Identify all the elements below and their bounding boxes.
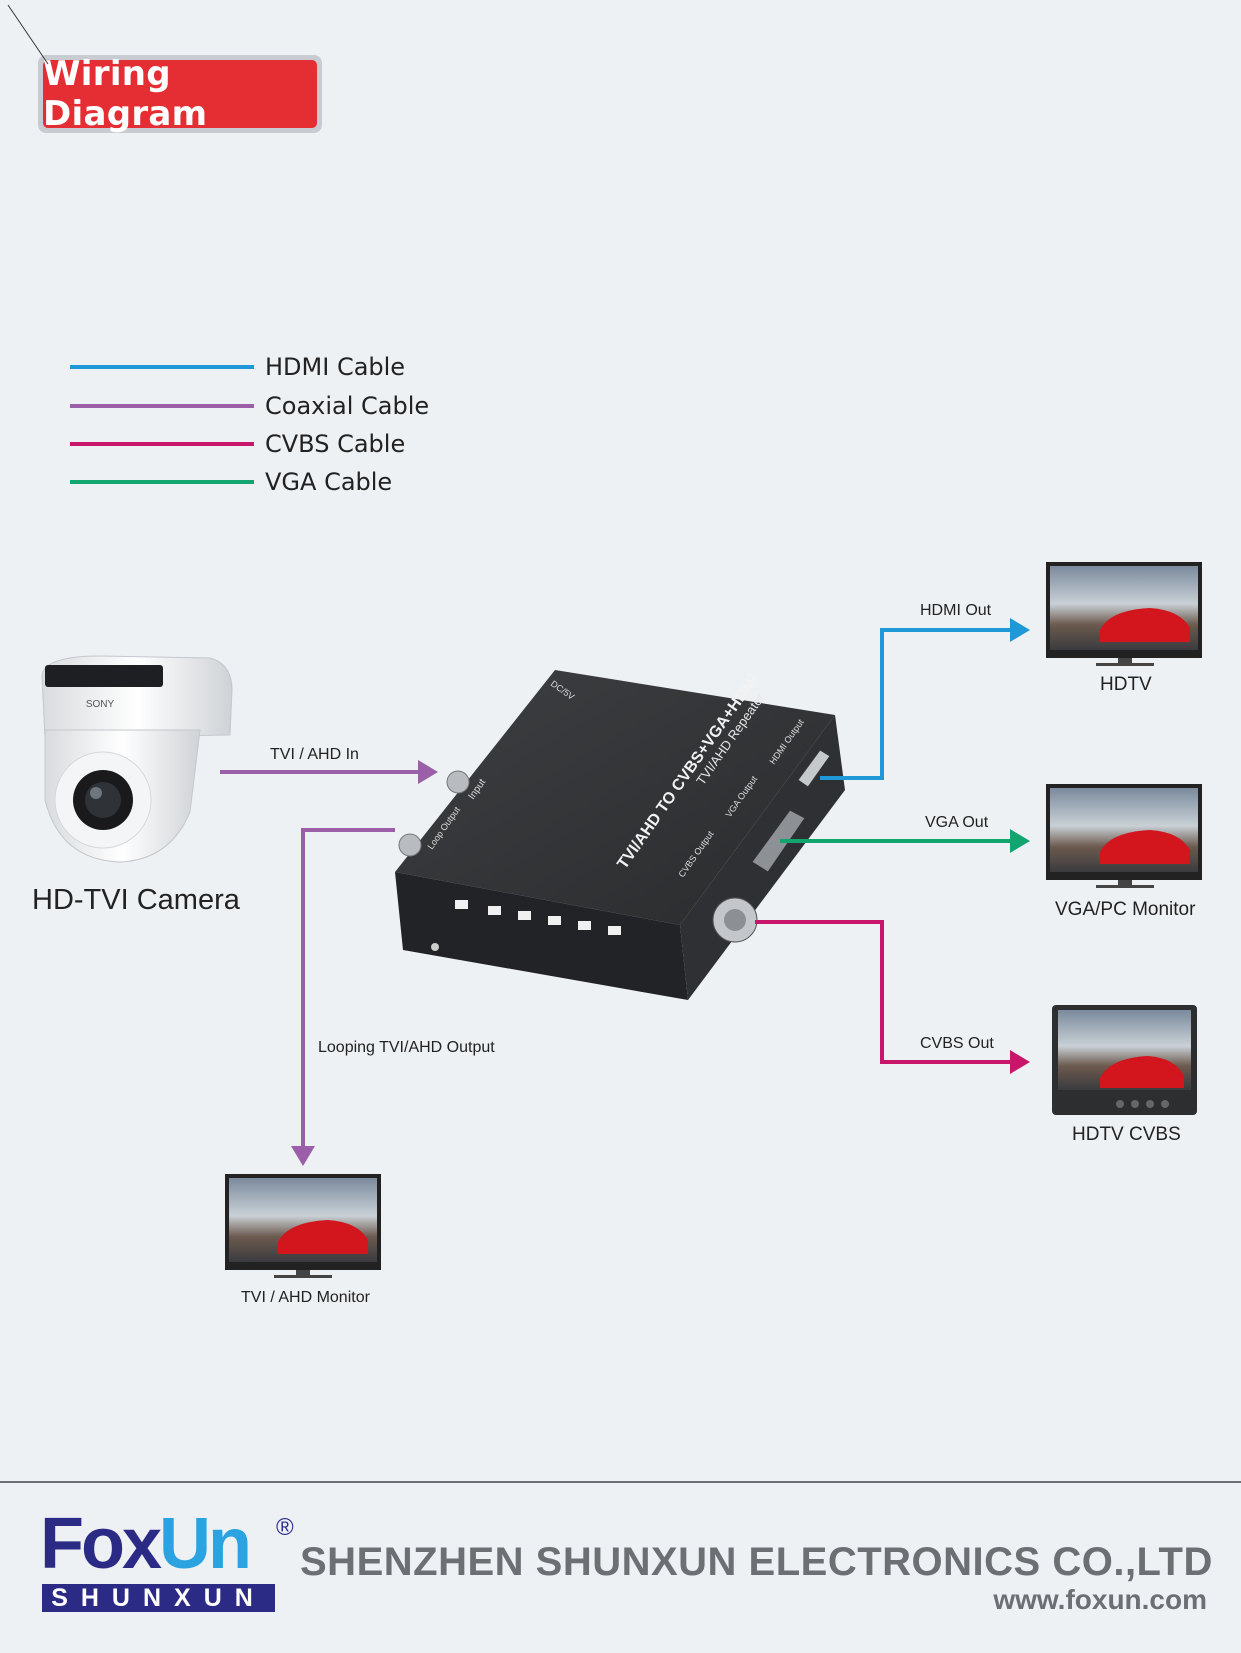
arrow-cvbs: [1010, 1050, 1030, 1074]
website-link[interactable]: www.foxun.com: [993, 1584, 1207, 1616]
loop-monitor-label: TVI / AHD Monitor: [241, 1289, 370, 1307]
cvbs-out-label: CVBS Out: [920, 1035, 994, 1053]
legend-label-vga: VGA Cable: [265, 468, 392, 496]
converter-device: TVI/AHD TO CVBS+VGA+HDMI TVI/AHD Repeate…: [395, 670, 845, 1000]
vga-out-label: VGA Out: [925, 814, 988, 832]
arrow-vga: [1010, 829, 1030, 853]
logo-text-fox: Fox: [40, 1504, 159, 1584]
loop-monitor-image: [225, 1174, 381, 1278]
legend-label-hdmi: HDMI Cable: [265, 353, 405, 381]
corner-hairline: [8, 5, 48, 64]
vga-monitor-label: VGA/PC Monitor: [1055, 899, 1195, 921]
arrow-hdmi: [1010, 618, 1030, 642]
svg-text:SONY: SONY: [86, 699, 115, 710]
hdtv-image: [1046, 562, 1202, 666]
company-logo: FoxUn: [40, 1508, 249, 1580]
logo-text-un: Un: [159, 1504, 249, 1584]
legend-label-coaxial: Coaxial Cable: [265, 392, 429, 420]
footer-divider: [0, 1481, 1241, 1483]
loop-label: Looping TVI/AHD Output: [318, 1039, 495, 1057]
vga-monitor-image: [1046, 784, 1202, 888]
cvbs-monitor-label: HDTV CVBS: [1072, 1124, 1181, 1146]
legend-label-cvbs: CVBS Cable: [265, 430, 405, 458]
arrow-input: [418, 760, 438, 784]
logo-subtitle: SHUNXUN: [42, 1584, 275, 1612]
hdmi-out-label: HDMI Out: [920, 602, 991, 620]
input-label: TVI / AHD In: [270, 746, 359, 764]
camera-illustration: SONY: [42, 656, 232, 862]
registered-mark: ®: [276, 1514, 294, 1542]
company-name: SHENZHEN SHUNXUN ELECTRONICS CO.,LTD: [300, 1540, 1213, 1585]
cable-loop: [303, 830, 395, 1150]
cable-hdmi: [820, 630, 1010, 778]
hdtv-label: HDTV: [1100, 674, 1152, 696]
camera-label: HD-TVI Camera: [32, 884, 240, 917]
cvbs-monitor-image: [1052, 1005, 1197, 1115]
arrow-loop: [291, 1146, 315, 1166]
